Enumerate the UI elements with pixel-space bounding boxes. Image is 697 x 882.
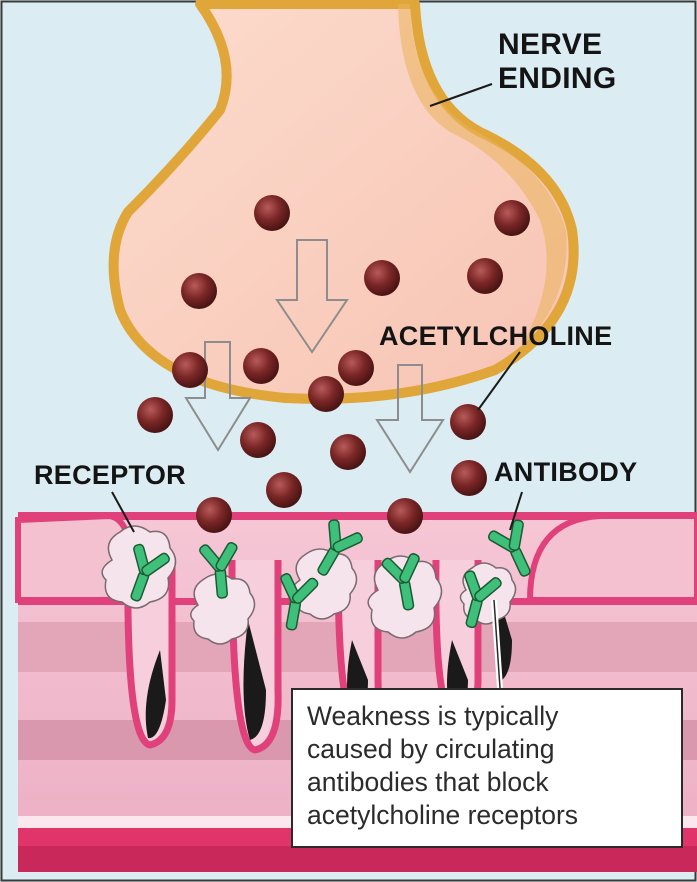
acetylcholine-molecule bbox=[137, 397, 173, 433]
acetylcholine-molecule bbox=[450, 404, 486, 440]
acetylcholine-molecule bbox=[243, 348, 279, 384]
acetylcholine-molecule bbox=[172, 352, 208, 388]
acetylcholine-molecule bbox=[240, 422, 276, 458]
label-nerve: NERVE bbox=[498, 28, 602, 61]
acetylcholine-molecule bbox=[254, 195, 290, 231]
acetylcholine-molecule bbox=[308, 376, 344, 412]
label-antibody: ANTIBODY bbox=[494, 457, 637, 487]
caption-line: Weakness is typically bbox=[307, 700, 669, 733]
acetylcholine-molecule bbox=[181, 273, 217, 309]
acetylcholine-molecule bbox=[196, 497, 232, 533]
acetylcholine-molecule bbox=[338, 350, 374, 386]
acetylcholine-molecule bbox=[330, 434, 366, 470]
caption-box: Weakness is typically caused by circulat… bbox=[291, 688, 683, 848]
caption-line: acetylcholine receptors bbox=[307, 799, 669, 832]
label-ending: ENDING bbox=[498, 62, 616, 95]
acetylcholine-molecule bbox=[494, 200, 530, 236]
label-receptor: RECEPTOR bbox=[34, 460, 186, 490]
caption-line: caused by circulating bbox=[307, 733, 669, 766]
acetylcholine-molecule bbox=[467, 258, 503, 294]
acetylcholine-molecule bbox=[364, 260, 400, 296]
acetylcholine-molecule bbox=[387, 498, 423, 534]
acetylcholine-molecule bbox=[451, 460, 487, 496]
acetylcholine-molecule bbox=[266, 472, 302, 508]
label-acetylcholine: ACETYLCHOLINE bbox=[379, 321, 612, 351]
caption-line: antibodies that block bbox=[307, 766, 669, 799]
